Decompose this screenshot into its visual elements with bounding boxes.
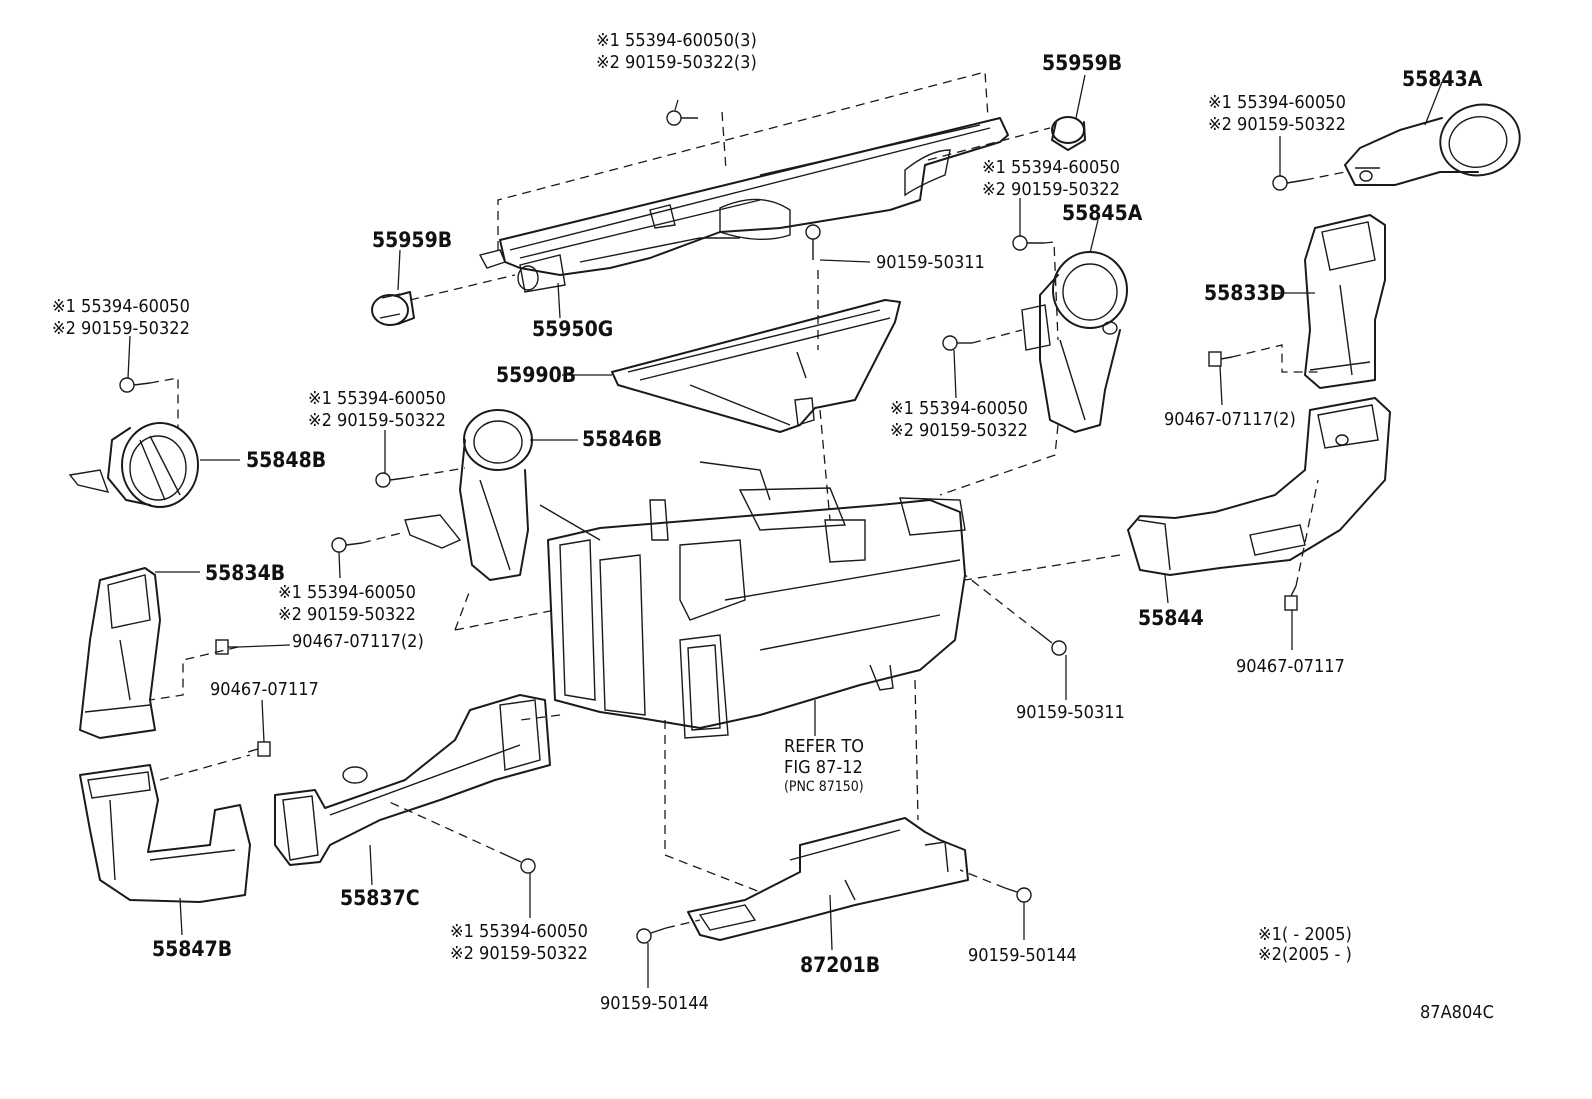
fastener-label: 90159-50144 [968,945,1077,966]
label-55846b: 55846B [582,427,662,451]
fastener-label: ※1 55394-60050 [52,296,190,317]
screw-icon [805,224,821,260]
reference-line2: FIG 87-12 [784,757,863,778]
fastener-label: ※2 90159-50322 [450,943,588,964]
legend-line2: ※2(2005 - ) [1258,944,1352,965]
label-87201b: 87201B [800,953,880,977]
fastener-label: 90159-50311 [1016,702,1125,723]
label-55847b: 55847B [152,937,232,961]
clip-icon [215,639,238,655]
clip-icon [247,741,271,757]
screw-icon [1004,887,1032,903]
fastener-label: ※2 90159-50322(3) [596,52,757,73]
label-55843a: 55843A [1402,67,1483,91]
fastener-label: ※1 55394-60050(3) [596,30,757,51]
vertical-duct-55833d[interactable] [1304,214,1386,389]
fastener-label: 90467-07117 [210,679,319,700]
fastener-label: ※1 55394-60050 [982,157,1120,178]
fastener-label: 90467-07117 [1236,656,1345,677]
fastener-glyphs [119,110,1306,944]
screw-icon [1037,631,1067,656]
diagram-code: 87A804C [1420,1002,1494,1023]
label-55844: 55844 [1138,606,1204,630]
label-55959b-left: 55959B [372,228,452,252]
screw-icon [375,472,406,488]
label-55950g: 55950G [532,317,613,341]
part-labels: 55959B 55950G 55990B 55959B 55848B 55846… [152,51,1483,977]
fastener-label: 90467-07117(2) [1164,409,1296,430]
clip-icon [1208,351,1233,367]
legend: ※1( - 2005) ※2(2005 - ) [1258,924,1352,965]
vent-duct-55846b[interactable] [404,409,533,581]
label-55959b-right: 55959B [1042,51,1122,75]
fastener-label: ※1 55394-60050 [308,388,446,409]
fastener-label: ※1 55394-60050 [450,921,588,942]
fastener-label: 90467-07117(2) [292,631,424,652]
fastener-label: ※2 90159-50322 [982,179,1120,200]
defroster-duct-55950g[interactable] [478,117,1009,293]
fastener-label: 90159-50311 [876,252,985,273]
fastener-label: ※1 55394-60050 [890,398,1028,419]
reference-line3: (PNC 87150) [784,779,864,795]
screw-icon [666,110,698,126]
assembly-lines [149,71,1346,929]
floor-duct-55847b[interactable] [79,764,251,903]
side-vent-55848b[interactable] [68,422,199,508]
grommet-55959b-right[interactable] [1051,116,1086,151]
screw-icon [636,927,667,944]
floor-duct-55844[interactable] [1127,397,1391,576]
heater-unit-assembly[interactable] [539,461,966,739]
leader-lines [127,74,1443,988]
fastener-label: ※2 90159-50322 [308,410,446,431]
reference-line1: REFER TO [784,736,864,757]
fastener-label: ※1 55394-60050 [1208,92,1346,113]
screw-icon [942,335,972,351]
clip-icon [1284,585,1298,611]
legend-line1: ※1( - 2005) [1258,924,1352,945]
label-55990b: 55990B [496,363,576,387]
vent-duct-55843a[interactable] [1344,96,1528,186]
vertical-duct-55834b[interactable] [79,567,161,739]
fastener-label: 90159-50144 [600,993,709,1014]
fastener-labels: ※1 55394-60050(3) ※2 90159-50322(3) ※1 5… [52,30,1346,1014]
label-55834b: 55834B [205,561,285,585]
label-55837c: 55837C [340,886,420,910]
rear-floor-duct-87201b[interactable] [687,817,969,941]
rear-duct-55837c[interactable] [274,694,551,866]
fastener-label: ※1 55394-60050 [278,582,416,603]
label-55848b: 55848B [246,448,326,472]
vent-tray-55990b[interactable] [611,299,901,433]
grommet-55959b-left[interactable] [371,291,415,326]
screw-icon [1012,235,1044,251]
fastener-label: ※2 90159-50322 [52,318,190,339]
label-55833d: 55833D [1204,281,1285,305]
reference-note: REFER TO FIG 87-12 (PNC 87150) [784,736,864,795]
screw-icon [1272,175,1306,191]
screw-icon [331,537,363,553]
fastener-label: ※2 90159-50322 [1208,114,1346,135]
vent-duct-55845a[interactable] [1021,251,1128,433]
fastener-label: ※2 90159-50322 [278,604,416,625]
label-55845a: 55845A [1062,201,1143,225]
screw-icon [119,377,151,393]
fastener-label: ※2 90159-50322 [890,420,1028,441]
screw-icon [507,855,536,874]
